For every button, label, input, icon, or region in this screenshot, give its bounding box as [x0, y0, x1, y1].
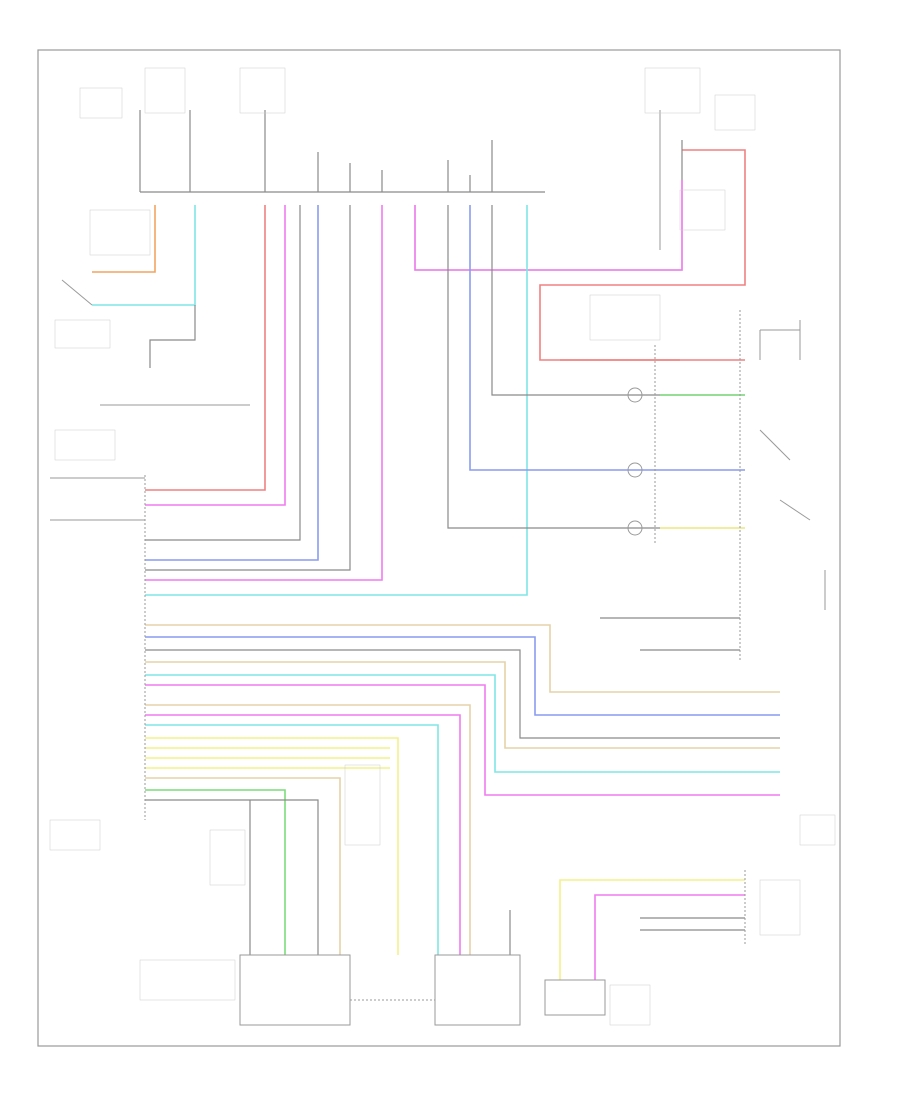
wire-pink-ecm-1 [145, 205, 286, 506]
wire-gray-3 [145, 649, 780, 739]
wire-pink-tcm [594, 894, 745, 980]
label-block-3 [239, 67, 286, 114]
sensor-circle-3 [627, 520, 643, 536]
switch-blade-2 [759, 429, 791, 461]
label-block-11 [49, 819, 101, 851]
label-block-1 [79, 87, 123, 119]
label-block-2 [144, 67, 186, 114]
wire-pink-relay [414, 180, 683, 271]
wire-sensor-3 [447, 205, 745, 529]
wire-cyan-2 [145, 674, 780, 773]
wire-yellow-2 [145, 737, 399, 955]
label-block-6 [679, 189, 726, 231]
wire-pink-3 [145, 684, 780, 796]
throttle-box-right [434, 954, 521, 1026]
wire-blue-ecm [145, 205, 319, 561]
wire-orange-stub [92, 205, 156, 273]
switch-blade [61, 279, 93, 306]
wire-yellow-tcm [559, 879, 745, 980]
label-block-17 [609, 984, 651, 1026]
label-block-10 [589, 294, 661, 341]
wire-cyan-ecm [145, 205, 528, 596]
throttle-box-left [239, 954, 351, 1026]
label-block-14 [799, 814, 836, 846]
wire-gray-ecm-1 [145, 205, 301, 541]
label-blocks [49, 67, 836, 1026]
diagram-frame [37, 49, 841, 1047]
wire-tan-1 [145, 624, 780, 693]
label-block-9 [54, 429, 116, 461]
wire-blue-sensor [469, 205, 745, 471]
wire-pink-ecm-2 [145, 205, 383, 581]
label-block-7 [89, 209, 151, 256]
wire-cyan-3 [145, 724, 439, 955]
label-block-8 [54, 319, 111, 349]
wire-gray-stub [149, 305, 196, 368]
wire-gray-ecm-2 [145, 205, 351, 571]
switch-blade-3 [779, 499, 811, 521]
wire-blue-2 [145, 636, 780, 716]
label-block-4 [644, 67, 701, 114]
wire-green-2 [145, 789, 286, 955]
sensor-box-bottom [544, 979, 606, 1016]
wire-red-relay [539, 149, 746, 361]
wire-sensor-1 [491, 205, 745, 396]
label-block-13 [344, 764, 381, 846]
sensor-circle-1 [627, 387, 643, 403]
wire-tan-3 [145, 704, 471, 955]
label-block-5 [714, 94, 756, 131]
sensor-circle-2 [627, 462, 643, 478]
label-block-12 [209, 829, 246, 886]
label-block-16 [139, 959, 236, 1001]
label-block-15 [759, 879, 801, 936]
wire-pink-4 [145, 714, 461, 955]
wire-tan-4 [145, 777, 341, 955]
wire-tan-2 [145, 661, 780, 749]
wire-gray-4 [145, 799, 319, 955]
wire-relay-gray [414, 140, 683, 271]
wire-red-ecm [145, 205, 266, 491]
